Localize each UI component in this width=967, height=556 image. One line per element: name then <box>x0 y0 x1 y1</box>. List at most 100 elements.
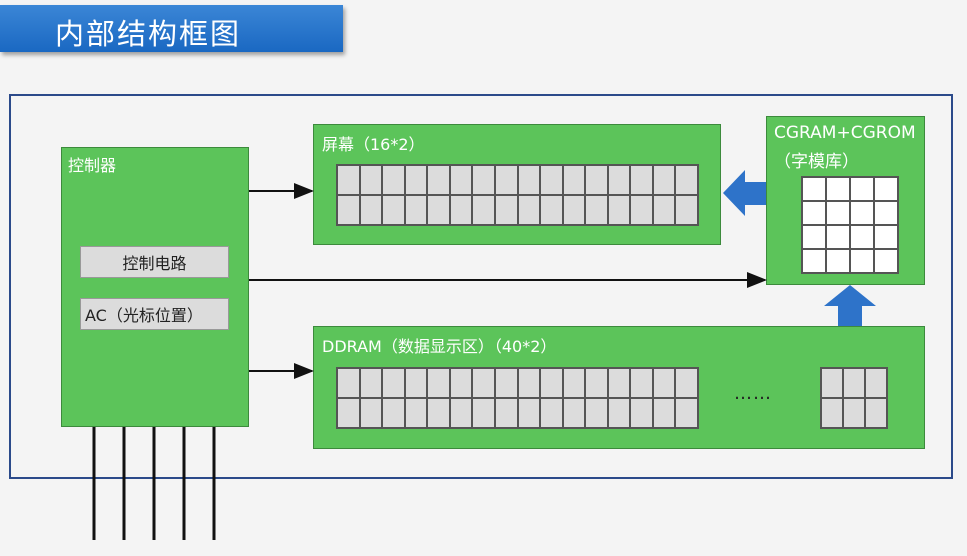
ddram-to-cgram-block-arrow <box>824 285 876 326</box>
memory-cell <box>874 249 898 273</box>
memory-cell <box>472 368 495 398</box>
memory-cell <box>607 165 631 195</box>
memory-cell <box>607 398 631 428</box>
memory-cell <box>382 368 405 398</box>
memory-cell <box>494 368 518 398</box>
memory-cell <box>850 249 874 273</box>
diagram-frame <box>9 94 953 479</box>
memory-cell <box>585 398 608 428</box>
memory-cell <box>562 195 586 225</box>
memory-cell <box>826 249 850 273</box>
memory-cell <box>337 165 360 195</box>
title-banner: 内部结构框图 <box>0 5 343 52</box>
screen-cell-grid <box>336 164 699 226</box>
memory-cell <box>427 368 450 398</box>
memory-cell <box>540 195 563 225</box>
memory-cell <box>850 201 874 225</box>
screen-label: 屏幕（16*2） <box>322 135 425 154</box>
memory-cell <box>427 165 450 195</box>
ddram-block: DDRAM（数据显示区）（40*2） …… <box>313 326 925 449</box>
cgram-to-screen-block-arrow <box>723 170 766 216</box>
memory-cell <box>540 368 563 398</box>
cgram-cgrom-block: CGRAM+CGROM （字模库） <box>766 116 925 285</box>
memory-cell <box>607 368 631 398</box>
memory-cell <box>562 368 586 398</box>
memory-cell <box>517 195 541 225</box>
memory-cell <box>865 368 887 398</box>
memory-cell <box>850 177 874 201</box>
memory-cell <box>802 201 826 225</box>
memory-cell <box>404 195 428 225</box>
memory-cell <box>427 195 450 225</box>
memory-cell <box>562 165 586 195</box>
memory-cell <box>585 195 608 225</box>
memory-cell <box>540 398 563 428</box>
memory-cell <box>826 201 850 225</box>
memory-cell <box>630 368 653 398</box>
memory-cell <box>802 177 826 201</box>
memory-cell <box>359 195 383 225</box>
memory-cell <box>359 398 383 428</box>
memory-cell <box>630 398 653 428</box>
ddram-tail-cell-grid <box>820 367 888 429</box>
memory-cell <box>472 195 495 225</box>
memory-cell <box>494 165 518 195</box>
memory-cell <box>427 398 450 428</box>
memory-cell <box>494 398 518 428</box>
screen-block: 屏幕（16*2） <box>313 124 721 245</box>
memory-cell <box>652 195 676 225</box>
cursor-position-box: AC（光标位置） <box>80 298 229 330</box>
memory-cell <box>337 368 360 398</box>
memory-cell <box>675 165 698 195</box>
page-title: 内部结构框图 <box>55 17 242 51</box>
memory-cell <box>382 195 405 225</box>
memory-cell <box>337 195 360 225</box>
memory-cell <box>540 165 563 195</box>
memory-cell <box>449 398 473 428</box>
memory-cell <box>449 195 473 225</box>
memory-cell <box>382 398 405 428</box>
memory-cell <box>449 368 473 398</box>
font-library-label: （字模库） <box>774 152 859 172</box>
memory-cell <box>607 195 631 225</box>
cgram-cell-grid <box>801 176 899 274</box>
memory-cell <box>874 201 898 225</box>
memory-cell <box>802 249 826 273</box>
controller-block: 控制器 控制电路 AC（光标位置） <box>61 147 249 427</box>
memory-cell <box>821 368 843 398</box>
memory-cell <box>821 398 843 428</box>
cgram-label: CGRAM+CGROM <box>774 123 916 143</box>
memory-cell <box>359 368 383 398</box>
memory-cell <box>826 225 850 249</box>
memory-cell <box>865 398 887 428</box>
memory-cell <box>652 165 676 195</box>
memory-cell <box>652 398 676 428</box>
memory-cell <box>850 225 874 249</box>
controller-label: 控制器 <box>68 156 117 175</box>
memory-cell <box>843 368 865 398</box>
memory-cell <box>517 368 541 398</box>
memory-cell <box>585 368 608 398</box>
memory-cell <box>652 368 676 398</box>
control-circuit-box: 控制电路 <box>80 246 229 278</box>
memory-cell <box>404 368 428 398</box>
memory-cell <box>337 398 360 428</box>
memory-cell <box>517 398 541 428</box>
memory-cell <box>585 165 608 195</box>
memory-cell <box>472 398 495 428</box>
memory-cell <box>826 177 850 201</box>
memory-cell <box>630 165 653 195</box>
memory-cell <box>630 195 653 225</box>
ddram-ellipsis: …… <box>734 383 772 404</box>
memory-cell <box>472 165 495 195</box>
memory-cell <box>517 165 541 195</box>
memory-cell <box>874 225 898 249</box>
memory-cell <box>675 195 698 225</box>
memory-cell <box>675 368 698 398</box>
memory-cell <box>675 398 698 428</box>
memory-cell <box>874 177 898 201</box>
memory-cell <box>404 398 428 428</box>
memory-cell <box>494 195 518 225</box>
ddram-label: DDRAM（数据显示区）（40*2） <box>322 337 557 356</box>
